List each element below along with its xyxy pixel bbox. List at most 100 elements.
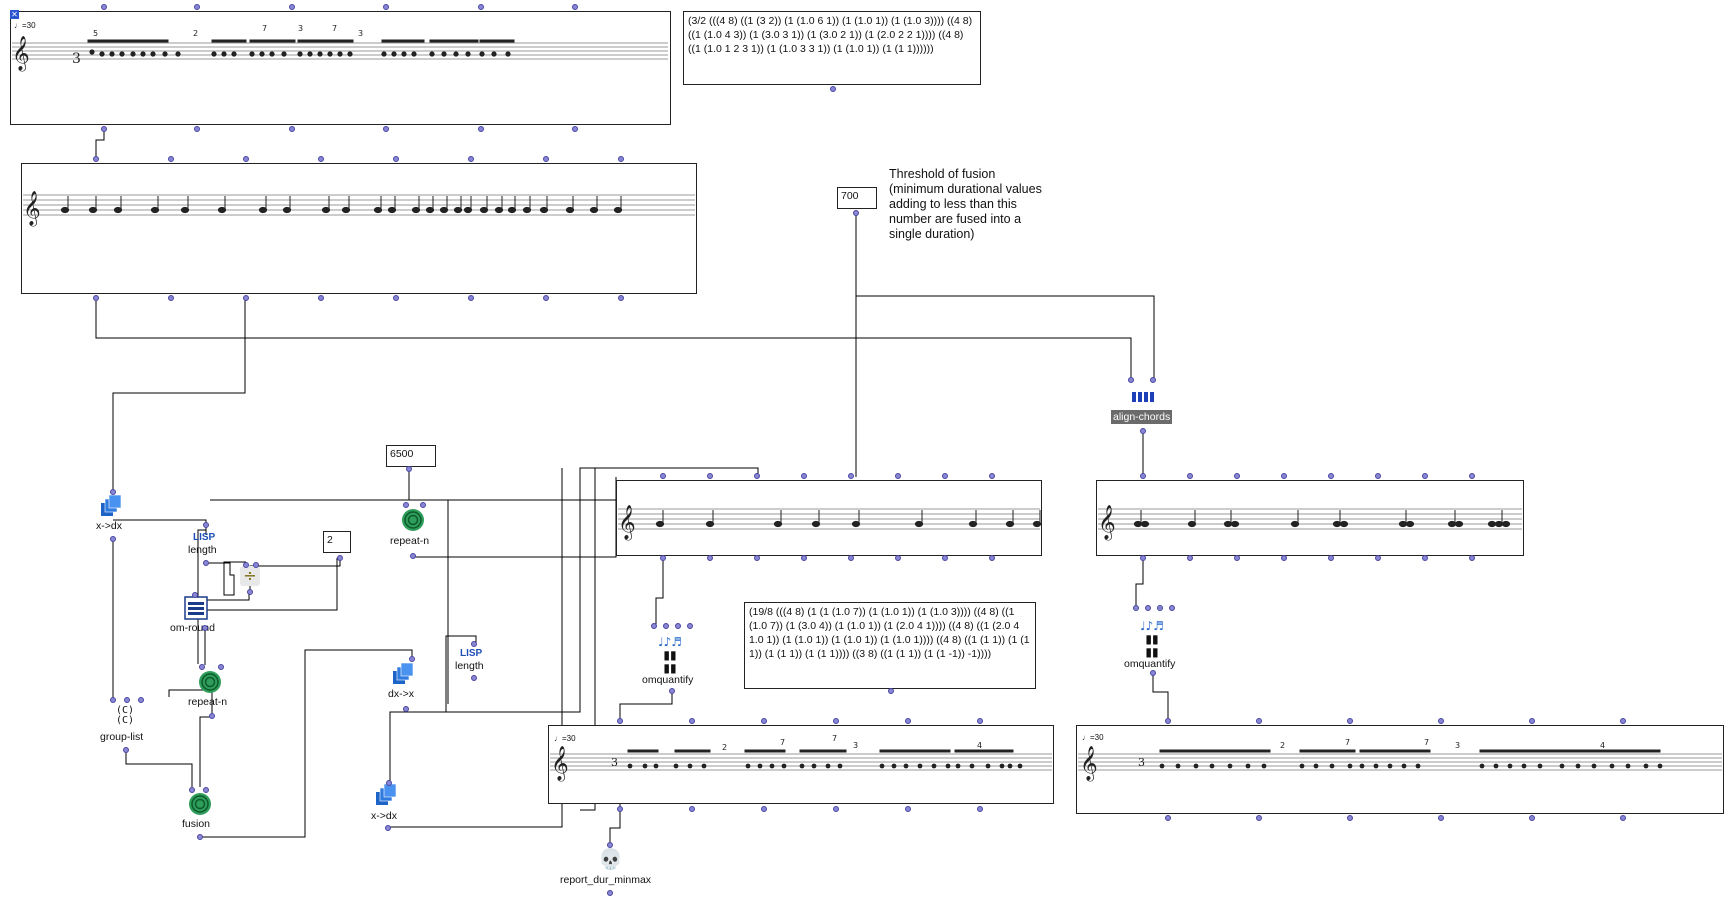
port[interactable]: [1620, 718, 1626, 724]
port[interactable]: [168, 295, 174, 301]
port[interactable]: [203, 787, 209, 793]
mid-voice-score[interactable]: [616, 480, 1042, 556]
port[interactable]: [1347, 815, 1353, 821]
port[interactable]: [1165, 718, 1171, 724]
port[interactable]: [754, 555, 760, 561]
port[interactable]: [420, 502, 426, 508]
align-chords-icon[interactable]: [1132, 392, 1156, 402]
port[interactable]: [243, 295, 249, 301]
port[interactable]: [687, 623, 693, 629]
port[interactable]: [468, 295, 474, 301]
port[interactable]: [478, 126, 484, 132]
quantify-1-icon[interactable]: ♩♪♬▮▮ ▮▮: [657, 635, 683, 675]
port[interactable]: [318, 156, 324, 162]
port[interactable]: [761, 806, 767, 812]
port[interactable]: [761, 718, 767, 724]
port[interactable]: [853, 210, 859, 216]
port[interactable]: [617, 718, 623, 724]
port[interactable]: [617, 806, 623, 812]
port[interactable]: [833, 806, 839, 812]
port[interactable]: [243, 156, 249, 162]
port[interactable]: [468, 156, 474, 162]
repeat-n-1-icon[interactable]: [198, 670, 222, 694]
port[interactable]: [1187, 473, 1193, 479]
port[interactable]: [199, 664, 205, 670]
port[interactable]: [1140, 555, 1146, 561]
port[interactable]: [471, 641, 477, 647]
port[interactable]: [848, 555, 854, 561]
om-round-icon[interactable]: [184, 596, 208, 620]
aligned-voice-score[interactable]: [1096, 480, 1524, 556]
result-voice-2-score[interactable]: [1076, 725, 1724, 814]
port[interactable]: [618, 295, 624, 301]
port[interactable]: [393, 295, 399, 301]
port[interactable]: [905, 806, 911, 812]
port[interactable]: [110, 536, 116, 542]
port[interactable]: [1529, 815, 1535, 821]
divisor-input[interactable]: 2: [323, 531, 351, 553]
port[interactable]: [123, 747, 129, 753]
port[interactable]: [110, 489, 116, 495]
port[interactable]: [194, 126, 200, 132]
port[interactable]: [689, 718, 695, 724]
port[interactable]: [989, 473, 995, 479]
port[interactable]: [1165, 815, 1171, 821]
port[interactable]: [1150, 670, 1156, 676]
port[interactable]: [202, 625, 208, 631]
threshold-input[interactable]: 700: [837, 187, 877, 209]
port[interactable]: [830, 86, 836, 92]
port[interactable]: [689, 806, 695, 812]
port[interactable]: [977, 806, 983, 812]
port[interactable]: [383, 126, 389, 132]
top-voice-score[interactable]: [10, 11, 671, 125]
port[interactable]: [138, 697, 144, 703]
port[interactable]: [197, 834, 203, 840]
fusion-icon[interactable]: [188, 792, 212, 816]
port[interactable]: [383, 4, 389, 10]
port[interactable]: [337, 555, 343, 561]
tree-output-mid[interactable]: (19/8 (((4 8) (1 (1 (1.0 7)) (1 (1.0 1))…: [744, 602, 1036, 689]
port[interactable]: [194, 4, 200, 10]
port[interactable]: [572, 4, 578, 10]
port[interactable]: [660, 555, 666, 561]
port[interactable]: [1529, 718, 1535, 724]
port[interactable]: [1150, 377, 1156, 383]
port[interactable]: [1328, 473, 1334, 479]
port[interactable]: [409, 656, 415, 662]
port[interactable]: [1438, 815, 1444, 821]
x-dx-icon[interactable]: [100, 494, 124, 518]
port[interactable]: [1133, 605, 1139, 611]
port[interactable]: [93, 295, 99, 301]
port[interactable]: [607, 842, 613, 848]
chord-seq-score[interactable]: [21, 163, 697, 294]
port[interactable]: [253, 562, 259, 568]
port[interactable]: [895, 473, 901, 479]
skull-icon[interactable]: 💀: [598, 847, 623, 871]
port[interactable]: [168, 156, 174, 162]
port[interactable]: [754, 473, 760, 479]
port[interactable]: [1140, 428, 1146, 434]
repeat-count-input[interactable]: 6500: [386, 445, 436, 467]
port[interactable]: [406, 466, 412, 472]
port[interactable]: [101, 126, 107, 132]
port[interactable]: [618, 156, 624, 162]
port[interactable]: [1281, 473, 1287, 479]
port[interactable]: [1140, 473, 1146, 479]
port[interactable]: [1256, 718, 1262, 724]
port[interactable]: [386, 780, 392, 786]
port[interactable]: [1422, 555, 1428, 561]
port[interactable]: [543, 295, 549, 301]
port[interactable]: [977, 718, 983, 724]
port[interactable]: [848, 473, 854, 479]
port[interactable]: [1347, 718, 1353, 724]
port[interactable]: [318, 295, 324, 301]
port[interactable]: [1438, 718, 1444, 724]
port[interactable]: [1375, 473, 1381, 479]
port[interactable]: [1169, 605, 1175, 611]
port[interactable]: [989, 555, 995, 561]
port[interactable]: [1128, 377, 1134, 383]
divide-icon[interactable]: ÷: [240, 566, 260, 586]
port[interactable]: [1422, 473, 1428, 479]
port[interactable]: [203, 522, 209, 528]
port[interactable]: [471, 675, 477, 681]
